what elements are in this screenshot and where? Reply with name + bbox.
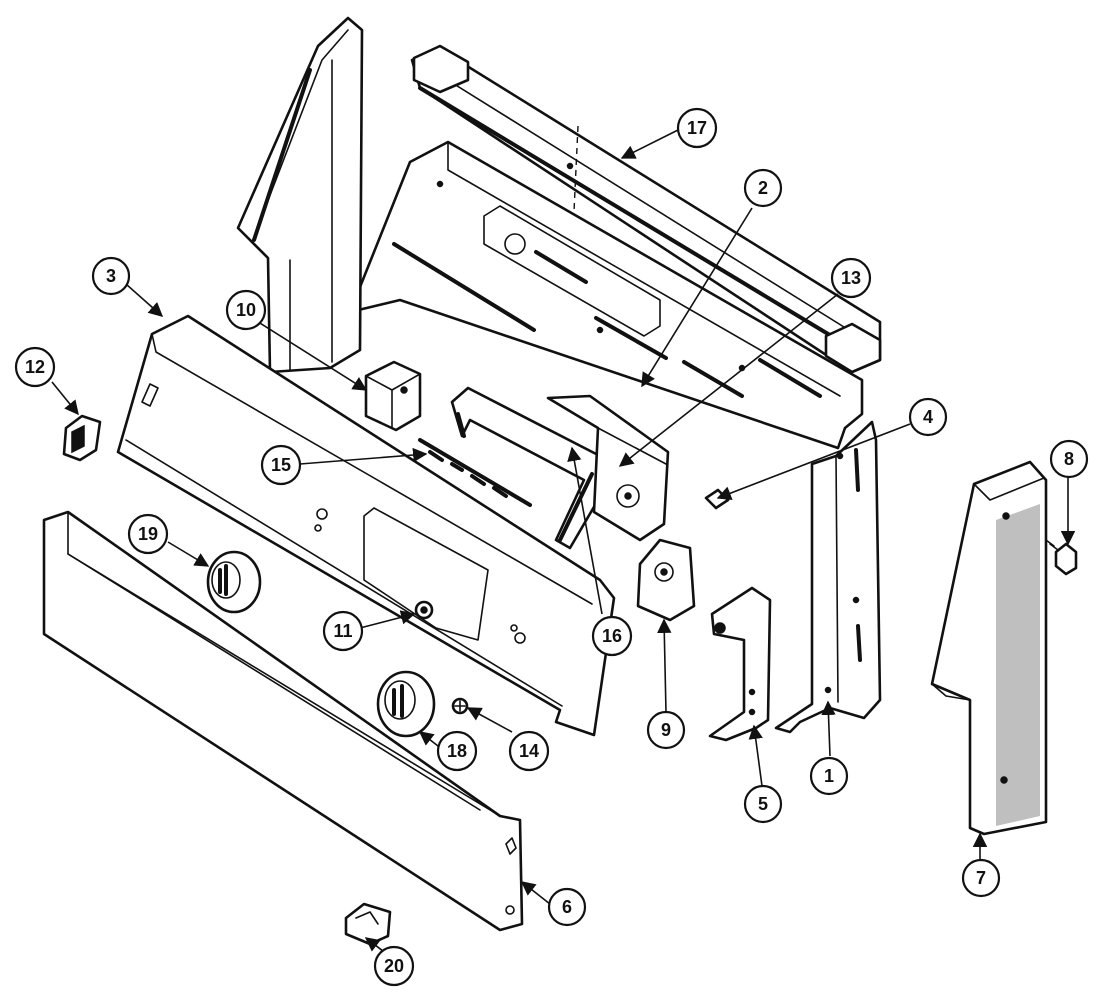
callout-1: 1 xyxy=(809,756,849,796)
back-panel-part xyxy=(348,140,864,450)
knob-18-part xyxy=(376,670,436,738)
callout-label: 17 xyxy=(687,118,707,138)
callout-16: 16 xyxy=(591,615,633,657)
callout-label: 15 xyxy=(271,455,291,475)
panel-slots-part xyxy=(428,450,508,498)
callout-18: 18 xyxy=(436,730,478,772)
callout-10: 10 xyxy=(225,289,267,331)
clock-timer-part xyxy=(546,394,670,542)
callout-20: 20 xyxy=(373,945,415,987)
trim-clip-part xyxy=(344,902,392,946)
callout-label: 12 xyxy=(25,357,45,377)
callout-14: 14 xyxy=(508,730,550,772)
callout-label: 10 xyxy=(236,300,256,320)
callout-19: 19 xyxy=(127,513,169,555)
screw-8-part xyxy=(1045,539,1078,576)
callout-label: 5 xyxy=(758,794,768,814)
left-end-cap-part xyxy=(236,16,364,374)
callout-label: 1 xyxy=(824,766,834,786)
callout-label: 3 xyxy=(106,266,116,286)
right-end-bracket-part xyxy=(774,420,882,734)
callout-label: 11 xyxy=(333,621,352,641)
callout-label: 9 xyxy=(661,720,671,740)
lower-trim-part xyxy=(42,510,524,932)
callout-label: 7 xyxy=(976,868,986,888)
rocker-switch-part xyxy=(364,360,422,432)
callout-label: 20 xyxy=(384,956,404,976)
callout-11: 11 xyxy=(322,610,364,652)
callout-7: 7 xyxy=(961,858,1001,898)
callout-label: 8 xyxy=(1064,449,1074,469)
callout-8: 8 xyxy=(1049,439,1089,479)
callout-4: 4 xyxy=(908,397,948,437)
callout-label: 6 xyxy=(562,897,572,917)
callout-15: 15 xyxy=(260,444,302,486)
screw-14-part xyxy=(451,697,469,715)
callout-5: 5 xyxy=(743,784,783,824)
knob-19-part xyxy=(206,550,262,614)
top-rail-part xyxy=(410,44,882,374)
mounting-bracket-part xyxy=(708,586,772,742)
infinite-switch-part xyxy=(636,538,696,622)
leader-lines xyxy=(51,129,1076,959)
callout-label: 13 xyxy=(841,268,861,288)
indicator-switch-part xyxy=(62,414,102,462)
right-end-cap-part xyxy=(930,460,1048,836)
callout-label: 16 xyxy=(602,626,622,646)
callout-12: 12 xyxy=(14,346,56,388)
callout-label: 19 xyxy=(138,524,158,544)
callout-13: 13 xyxy=(830,257,872,299)
callout-6: 6 xyxy=(547,887,587,927)
callout-label: 2 xyxy=(758,178,768,198)
grommet-part xyxy=(414,600,434,620)
callout-9: 9 xyxy=(646,710,686,750)
callout-label: 4 xyxy=(923,407,933,427)
control-panel-part xyxy=(116,314,616,737)
callout-3: 3 xyxy=(91,256,131,296)
callout-2: 2 xyxy=(743,168,783,208)
switch-contact-part xyxy=(704,488,730,510)
callout-17: 17 xyxy=(676,107,718,149)
callout-label: 14 xyxy=(519,741,539,761)
callout-label: 18 xyxy=(447,741,467,761)
control-frame-part xyxy=(450,386,614,550)
